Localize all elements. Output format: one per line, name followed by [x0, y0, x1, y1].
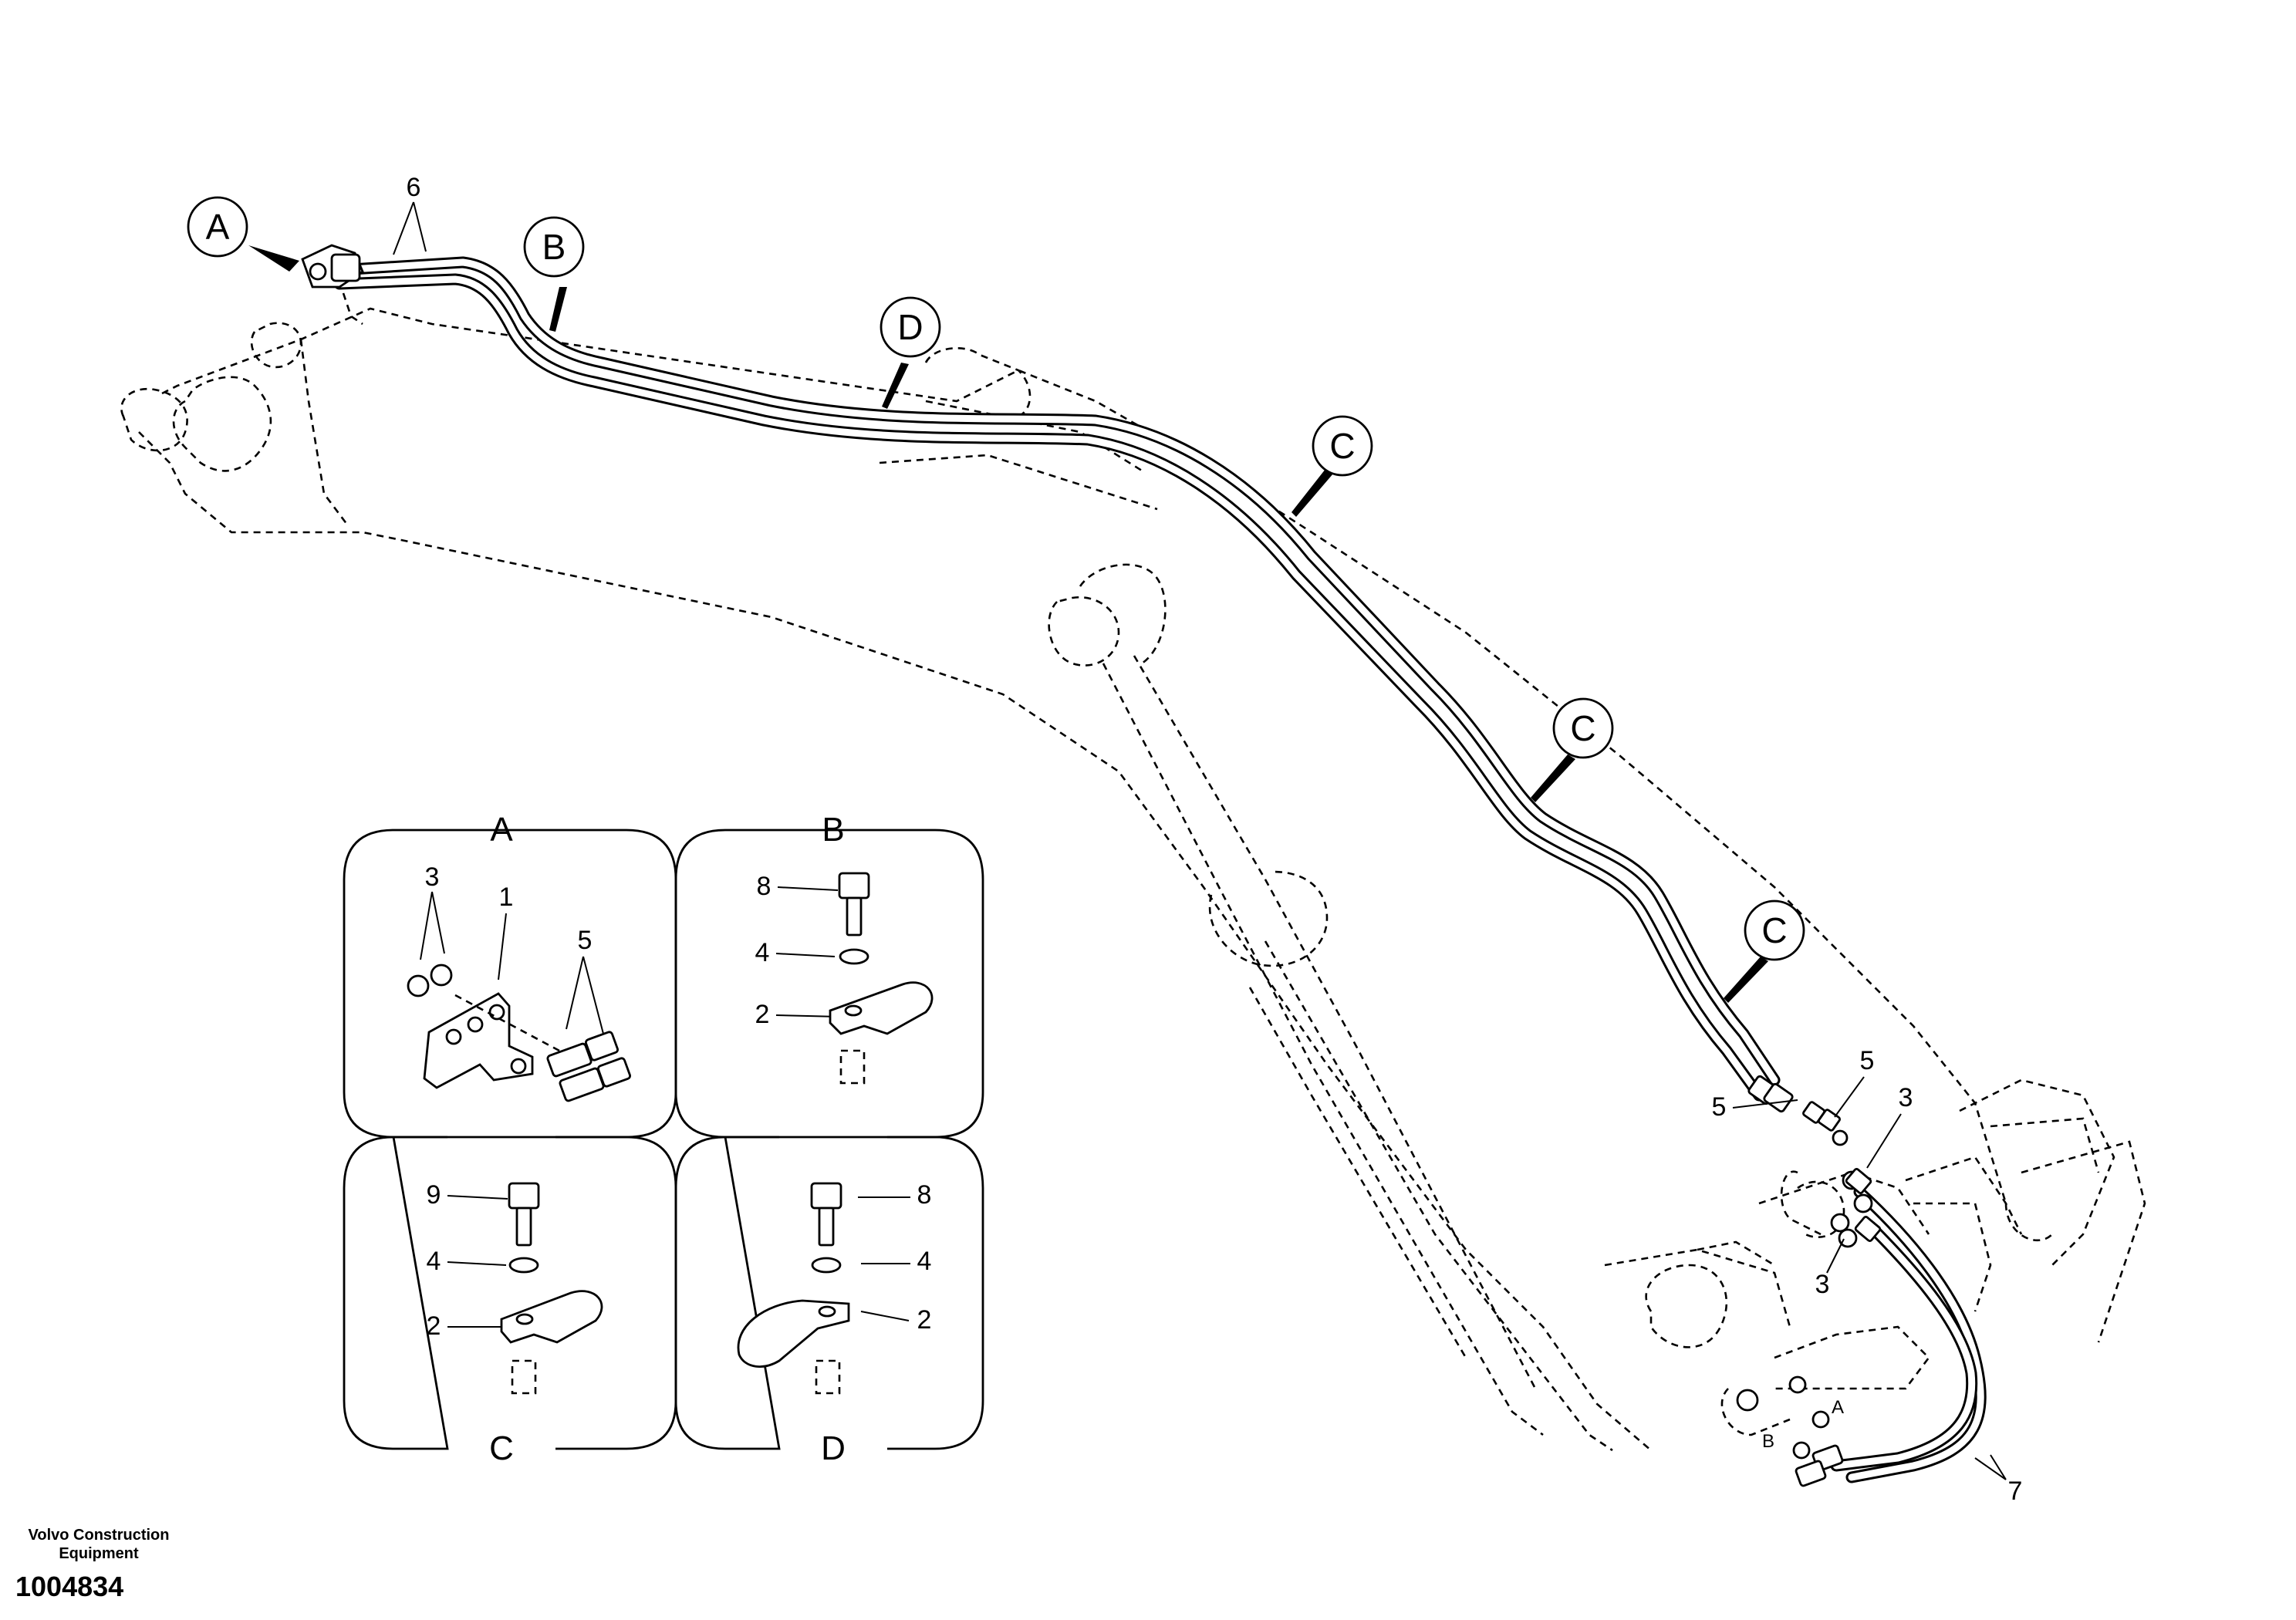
detail-panel-D: D 8 4 2: [674, 1136, 984, 1467]
svg-text:2: 2: [755, 1000, 770, 1029]
label-6: 6: [407, 173, 421, 202]
svg-text:2: 2: [917, 1305, 932, 1335]
callout-C3: C: [1744, 899, 1805, 961]
boom-outline: [120, 307, 2146, 1452]
port-label-B: B: [1762, 1431, 1774, 1452]
document-footer: Volvo Construction Equipment 1004834: [14, 1526, 184, 1602]
svg-text:4: 4: [427, 1247, 441, 1276]
svg-text:8: 8: [757, 872, 772, 901]
svg-text:A: A: [206, 207, 230, 247]
panel-title-B: B: [822, 811, 844, 849]
svg-text:5: 5: [578, 926, 593, 955]
svg-text:3: 3: [425, 862, 440, 892]
brand-line-1: Volvo Construction: [28, 1527, 170, 1544]
label-3-top: 3: [1899, 1083, 1913, 1112]
brand-line-2: Equipment: [59, 1545, 139, 1562]
svg-text:C: C: [1329, 426, 1355, 466]
label-7: 7: [2008, 1477, 2023, 1506]
label-5-left: 5: [1712, 1092, 1727, 1122]
detail-panel-A: A 3 1 5: [343, 811, 677, 1139]
svg-text:4: 4: [755, 938, 770, 967]
svg-text:8: 8: [917, 1180, 932, 1210]
svg-text:2: 2: [427, 1311, 441, 1341]
label-5-top: 5: [1860, 1046, 1875, 1075]
figure-number: 1004834: [15, 1571, 124, 1602]
svg-text:D: D: [897, 307, 923, 347]
callout-arrows: [248, 245, 1768, 1003]
detail-panel-C: C 9 4 2: [343, 1136, 677, 1467]
svg-text:C: C: [1761, 910, 1787, 950]
svg-text:9: 9: [427, 1180, 441, 1210]
svg-text:B: B: [542, 227, 566, 267]
callout-C1: C: [1312, 415, 1373, 477]
part-labels: 6 5 5 3 3 7 A B: [393, 173, 2022, 1506]
detail-panel-B: B 8 4 2: [674, 811, 984, 1139]
port-label-A: A: [1832, 1397, 1844, 1418]
fittings: [301, 244, 1882, 1487]
callout-B: B: [523, 216, 585, 278]
panel-title-C: C: [489, 1429, 514, 1467]
svg-text:C: C: [1570, 708, 1595, 748]
callout-A: A: [187, 196, 248, 258]
callout-D: D: [880, 296, 941, 358]
callout-C2: C: [1552, 697, 1614, 759]
svg-text:4: 4: [917, 1247, 932, 1276]
svg-text:1: 1: [499, 883, 514, 912]
hydraulic-pipes: [333, 256, 1987, 1483]
label-3-bottom: 3: [1815, 1270, 1830, 1299]
panel-title-D: D: [821, 1429, 846, 1467]
panel-title-A: A: [490, 811, 513, 849]
